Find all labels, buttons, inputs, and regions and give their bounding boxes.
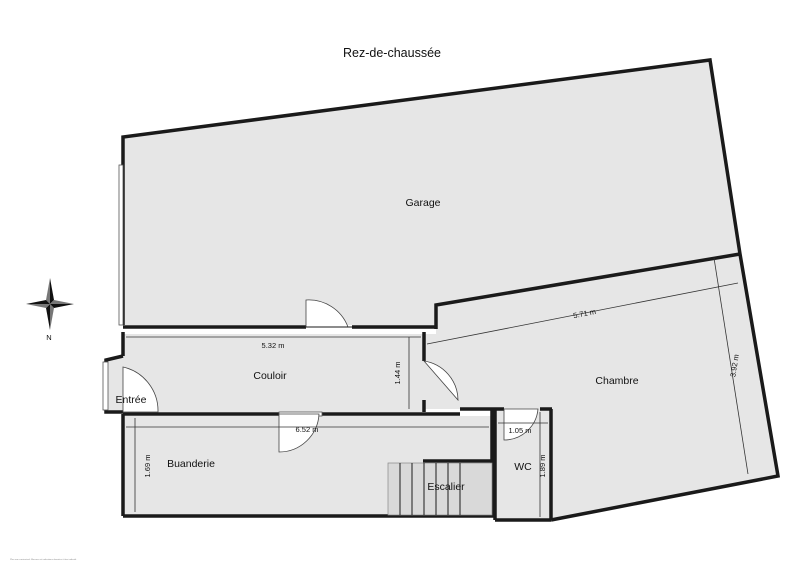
chambre-width-label: 3.92 m [728, 354, 740, 378]
couloir-label: Couloir [253, 370, 287, 382]
floor-title: Rez-de-chaussée [343, 46, 441, 60]
compass-north-label: N [46, 333, 51, 342]
garage-area [123, 60, 740, 329]
chambre-length-label: 5.71 m [572, 307, 596, 320]
entree-door [122, 366, 159, 413]
chambre-area [424, 254, 778, 520]
garage-door [305, 299, 349, 328]
room-labels: Garage Couloir Chambre Entrée Buanderie … [116, 197, 639, 493]
entree-label: Entrée [116, 394, 147, 406]
buanderie-width-label: 1.69 m [143, 455, 152, 478]
buanderie-door [278, 413, 320, 453]
compass-rose-icon [26, 278, 74, 330]
garage-window [118, 164, 124, 326]
wc-length-label: 1.05 m [509, 426, 532, 435]
footer-note: Plan non contractuel. Mesures et indicat… [10, 558, 77, 561]
doors [122, 299, 539, 453]
escalier-label: Escalier [427, 481, 465, 493]
wc-door [503, 408, 539, 441]
garage-label: Garage [405, 197, 440, 209]
dimension-labels: 5.32 m 1.44 m 5.71 m 3.92 m 6.52 m 1.69 … [143, 307, 741, 478]
wc-width-label: 1.89 m [538, 455, 547, 478]
couloir-width-label: 1.44 m [393, 362, 402, 385]
buanderie-label: Buanderie [167, 458, 215, 470]
entree-window [102, 361, 109, 411]
dimension-lines [126, 257, 749, 517]
chambre-label: Chambre [595, 375, 638, 387]
entree-area [106, 356, 123, 412]
room-fills [106, 60, 778, 520]
wc-label: WC [514, 461, 532, 473]
buanderie-length-label: 6.52 m [296, 425, 319, 434]
couloir-area [123, 334, 424, 412]
couloir-length-label: 5.32 m [262, 341, 285, 350]
escalier-stairs [387, 462, 493, 516]
chambre-door [422, 360, 459, 402]
